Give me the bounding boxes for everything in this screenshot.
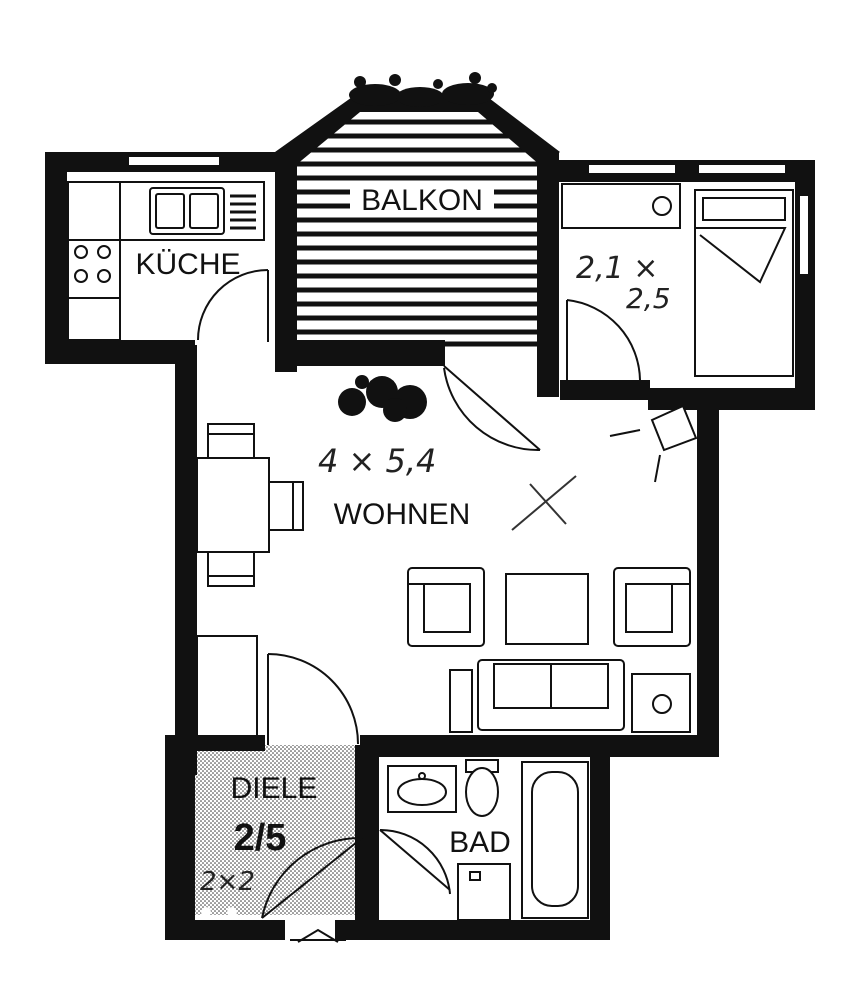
- room-label-hall: DIELE: [231, 772, 318, 805]
- kitchen-door: [197, 269, 269, 342]
- hall-floor: [195, 745, 365, 915]
- sofa-icon: [477, 659, 625, 731]
- bedroom-size-note-line1: 2,1 ×: [576, 251, 658, 286]
- kitchen-counter: [67, 181, 265, 341]
- hall-size-note: 2×2: [200, 867, 255, 897]
- coffee-table: [505, 573, 589, 645]
- balcony-label-backing: [350, 182, 494, 216]
- walls: [45, 95, 815, 940]
- bedroom-door: [566, 299, 641, 382]
- armchair-left-icon: [407, 567, 485, 647]
- cabinet: [196, 635, 258, 737]
- armchair-right-icon: [613, 567, 691, 647]
- wall-socket-icon: [201, 907, 237, 917]
- windows: [127, 155, 810, 276]
- bed-icon: [694, 189, 794, 377]
- balcony-floor: [296, 119, 538, 347]
- room-label-living: WOHNEN: [334, 498, 471, 531]
- chair-icons: [207, 423, 304, 587]
- sink-icon: [149, 187, 256, 235]
- entrance-door: [261, 836, 363, 919]
- bathtub-icon: [521, 761, 589, 919]
- lamp-icon: [609, 404, 698, 483]
- hall-door: [267, 653, 359, 745]
- stove-icon: [68, 245, 120, 299]
- hall-unit-number: 2/5: [234, 817, 287, 859]
- room-label-kitchen: KÜCHE: [135, 248, 240, 281]
- room-label-bath: BAD: [449, 826, 511, 859]
- balcony-door: [443, 365, 541, 452]
- dining-table: [196, 457, 270, 553]
- bath-cabinet: [457, 863, 511, 921]
- entrance-marker-icon: [290, 928, 346, 943]
- bathroom-door: [379, 828, 451, 895]
- bedroom-size-note-line2: 2,5: [626, 282, 671, 315]
- plant-icon: [338, 375, 427, 422]
- toilet-icon: [465, 759, 499, 817]
- washbasin-icon: [387, 765, 457, 813]
- side-tables: [449, 669, 691, 733]
- cross-mark: [511, 475, 577, 531]
- balcony-plants-icon: [349, 72, 497, 107]
- wardrobe: [561, 183, 681, 229]
- living-size-note: 4 × 5,4: [318, 442, 436, 480]
- room-label-balcony: BALKON: [361, 184, 483, 217]
